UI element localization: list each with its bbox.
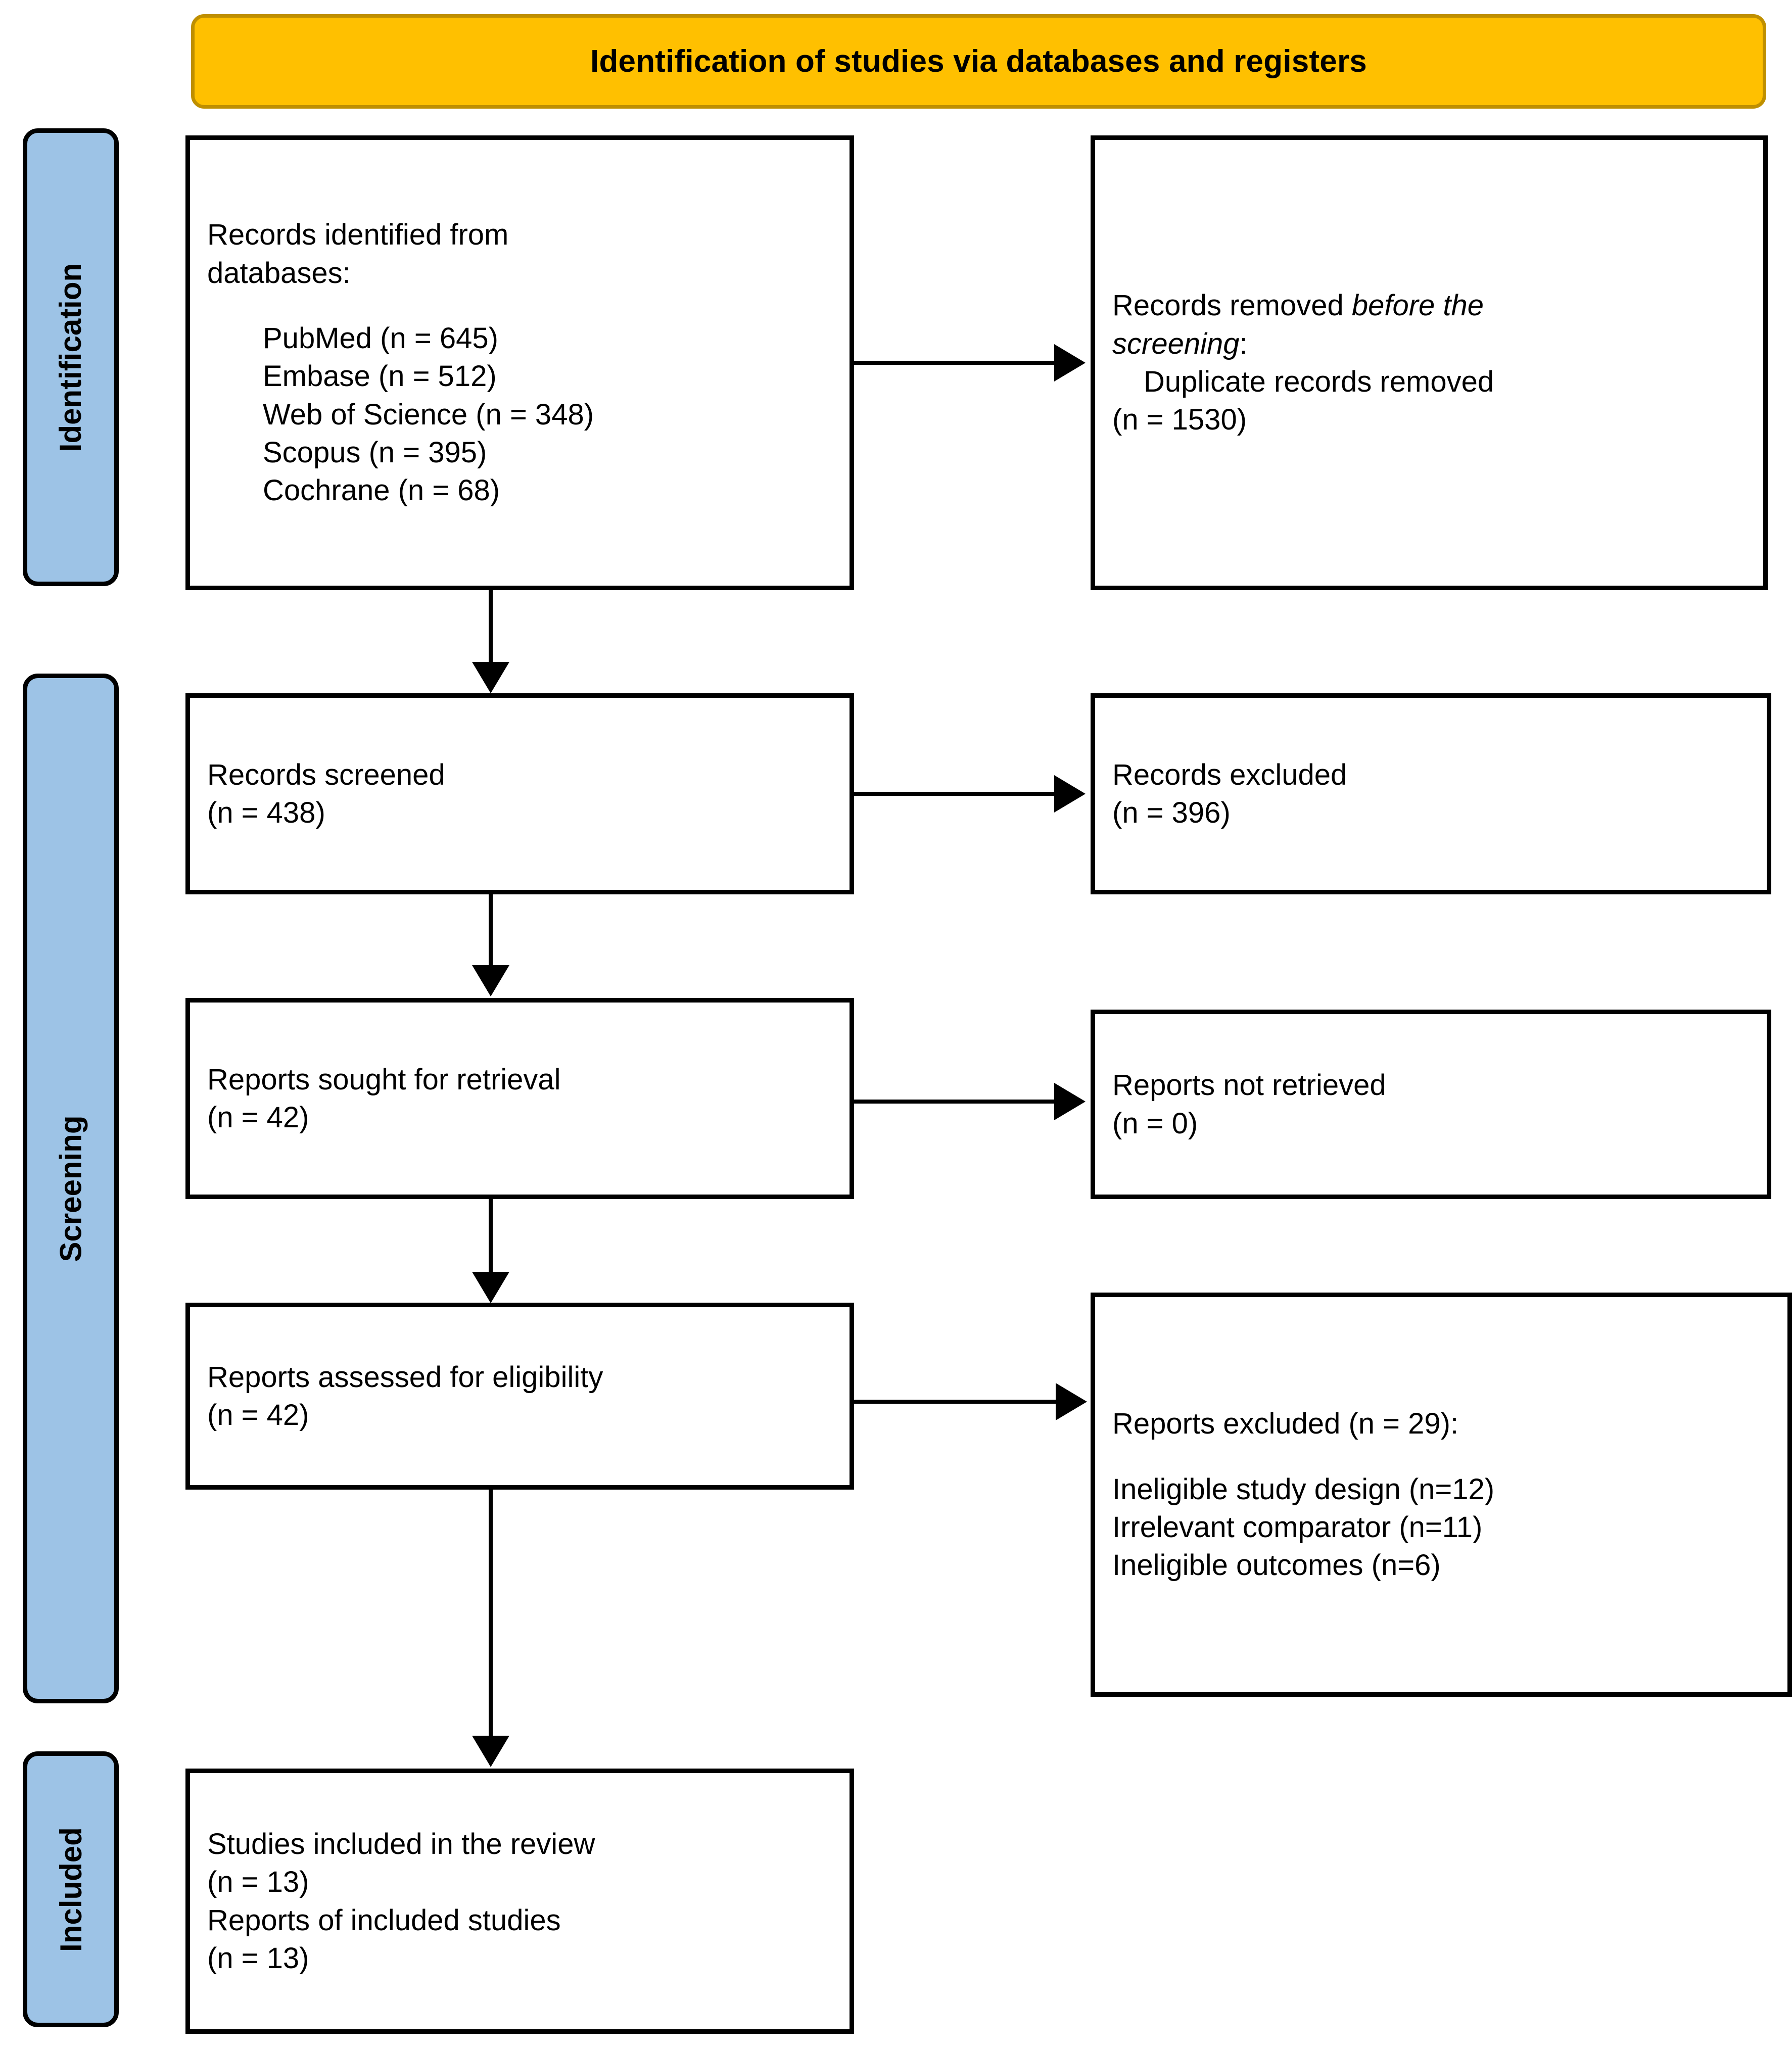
not-retrieved-line-1: Reports not retrieved: [1112, 1069, 1386, 1102]
removed-line-2-plain: :: [1239, 327, 1248, 360]
sought-line-2: (n = 42): [207, 1101, 309, 1134]
reports-excluded-reason-2: Irrelevant comparator (n=11): [1112, 1511, 1483, 1544]
arrow-head-right-icon: [1054, 344, 1086, 381]
included-line-1: Studies included in the review: [207, 1827, 595, 1861]
removed-line-1-italic: before the: [1351, 289, 1484, 322]
box-records-excluded: Records excluded (n = 396): [1091, 693, 1771, 894]
screened-line-1: Records screened: [207, 758, 445, 791]
included-line-3: Reports of included studies: [207, 1903, 561, 1937]
box-records-screened: Records screened (n = 438): [185, 693, 854, 894]
box-reports-sought: Reports sought for retrieval (n = 42): [185, 998, 854, 1199]
sought-line-1: Reports sought for retrieval: [207, 1063, 561, 1096]
identified-source-scopus: Scopus (n = 395): [263, 436, 487, 469]
box-records-removed: Records removed before the screening: Du…: [1091, 135, 1768, 590]
identified-source-embase: Embase (n = 512): [263, 360, 497, 393]
identified-source-web-of-science: Web of Science (n = 348): [263, 398, 594, 431]
identified-source-cochrane: Cochrane (n = 68): [263, 474, 500, 507]
box-reports-assessed: Reports assessed for eligibility (n = 42…: [185, 1303, 854, 1490]
box-studies-included: Studies included in the review (n = 13) …: [185, 1769, 854, 2034]
reports-excluded-reason-3: Ineligible outcomes (n=6): [1112, 1549, 1441, 1582]
not-retrieved-line-2: (n = 0): [1112, 1107, 1198, 1140]
phase-label-screening: Screening: [54, 1115, 88, 1262]
phase-bar-included: Included: [23, 1751, 119, 2027]
identified-line-1: Records identified from: [207, 218, 509, 252]
excluded-line-1: Records excluded: [1112, 758, 1347, 791]
box-reports-not-retrieved: Reports not retrieved (n = 0): [1091, 1010, 1771, 1199]
identified-line-2: databases:: [207, 256, 351, 290]
arrow-head-right-icon: [1054, 1083, 1086, 1120]
arrow-head-right-icon: [1054, 775, 1086, 813]
removed-line-2: screening:: [1112, 325, 1746, 363]
banner-title: Identification of studies via databases …: [590, 44, 1367, 79]
assessed-line-1: Reports assessed for eligibility: [207, 1360, 603, 1394]
removed-detail-1: Duplicate records removed: [1144, 365, 1494, 398]
identified-source-pubmed: PubMed (n = 645): [263, 321, 498, 355]
box-reports-excluded: Reports excluded (n = 29): Ineligible st…: [1091, 1293, 1792, 1697]
removed-detail-2: (n = 1530): [1112, 403, 1247, 437]
connector-line: [854, 1100, 1060, 1104]
excluded-line-2: (n = 396): [1112, 796, 1231, 829]
connector-line: [489, 590, 493, 666]
screened-line-2: (n = 438): [207, 796, 325, 829]
identified-spacer: [207, 292, 832, 319]
connector-line: [854, 1400, 1061, 1404]
included-line-4: (n = 13): [207, 1941, 309, 1975]
reports-excluded-reason-1: Ineligible study design (n=12): [1112, 1472, 1495, 1506]
removed-line-2-italic: screening: [1112, 327, 1240, 360]
connector-line: [489, 894, 493, 969]
connector-line: [854, 792, 1060, 796]
reports-excluded-heading: Reports excluded (n = 29):: [1112, 1407, 1459, 1441]
phase-label-identification: Identification: [54, 263, 88, 452]
removed-line-1-plain: Records removed: [1112, 289, 1352, 322]
included-line-2: (n = 13): [207, 1866, 309, 1899]
removed-line-1: Records removed before the: [1112, 287, 1746, 324]
phase-bar-identification: Identification: [23, 128, 119, 586]
arrow-head-right-icon: [1056, 1383, 1087, 1420]
box-records-identified: Records identified from databases: PubMe…: [185, 135, 854, 590]
diagram-header-banner: Identification of studies via databases …: [191, 14, 1766, 109]
connector-line: [854, 361, 1060, 365]
reports-excluded-spacer: [1112, 1443, 1770, 1470]
arrow-head-down-icon: [472, 662, 509, 693]
arrow-head-down-icon: [472, 1736, 509, 1767]
phase-label-included: Included: [54, 1827, 88, 1952]
assessed-line-2: (n = 42): [207, 1399, 309, 1432]
arrow-head-down-icon: [472, 965, 509, 996]
arrow-head-down-icon: [472, 1272, 509, 1303]
connector-line: [489, 1490, 493, 1740]
phase-bar-screening: Screening: [23, 674, 119, 1703]
connector-line: [489, 1199, 493, 1276]
